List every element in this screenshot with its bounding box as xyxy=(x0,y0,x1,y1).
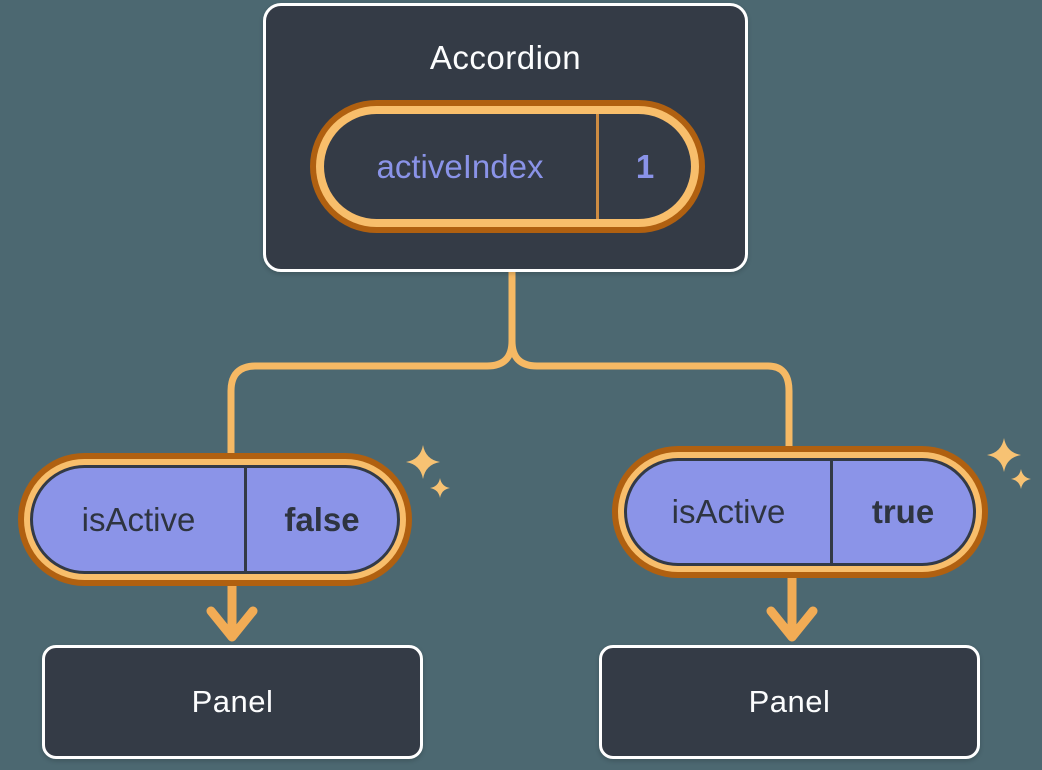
sparkle-icon xyxy=(1011,469,1031,489)
panel-node-left: Panel xyxy=(42,645,423,759)
state-pill-activeindex: activeIndex 1 xyxy=(310,100,705,233)
prop-pill-isactive-left: isActive false xyxy=(18,453,412,586)
arrow-down-icon xyxy=(206,579,258,642)
panel-node-title: Panel xyxy=(191,684,274,719)
accordion-node-title: Accordion xyxy=(429,39,582,76)
sparkle-icon xyxy=(987,438,1021,472)
panel-node-title: Panel xyxy=(748,684,831,719)
sparkle-icon xyxy=(430,478,450,498)
prop-value-label: false xyxy=(284,500,360,538)
sparkle-icon xyxy=(406,445,440,479)
panel-node-right: Panel xyxy=(599,645,980,759)
pill-core: activeIndex 1 xyxy=(324,114,691,219)
tree-connector xyxy=(227,268,793,458)
prop-value-label: true xyxy=(871,493,935,530)
state-name-label: activeIndex xyxy=(376,147,544,185)
pill-core: isActive false xyxy=(30,465,400,574)
pill-divider xyxy=(830,461,833,563)
prop-pill-isactive-right: isActive true xyxy=(612,446,988,578)
prop-name-label: isActive xyxy=(671,493,786,530)
state-value-label: 1 xyxy=(635,147,655,185)
pill-core: isActive true xyxy=(624,458,976,566)
arrow-down-icon xyxy=(766,571,818,642)
prop-name-label: isActive xyxy=(81,500,196,538)
pill-divider xyxy=(596,114,599,219)
pill-divider xyxy=(244,468,247,571)
